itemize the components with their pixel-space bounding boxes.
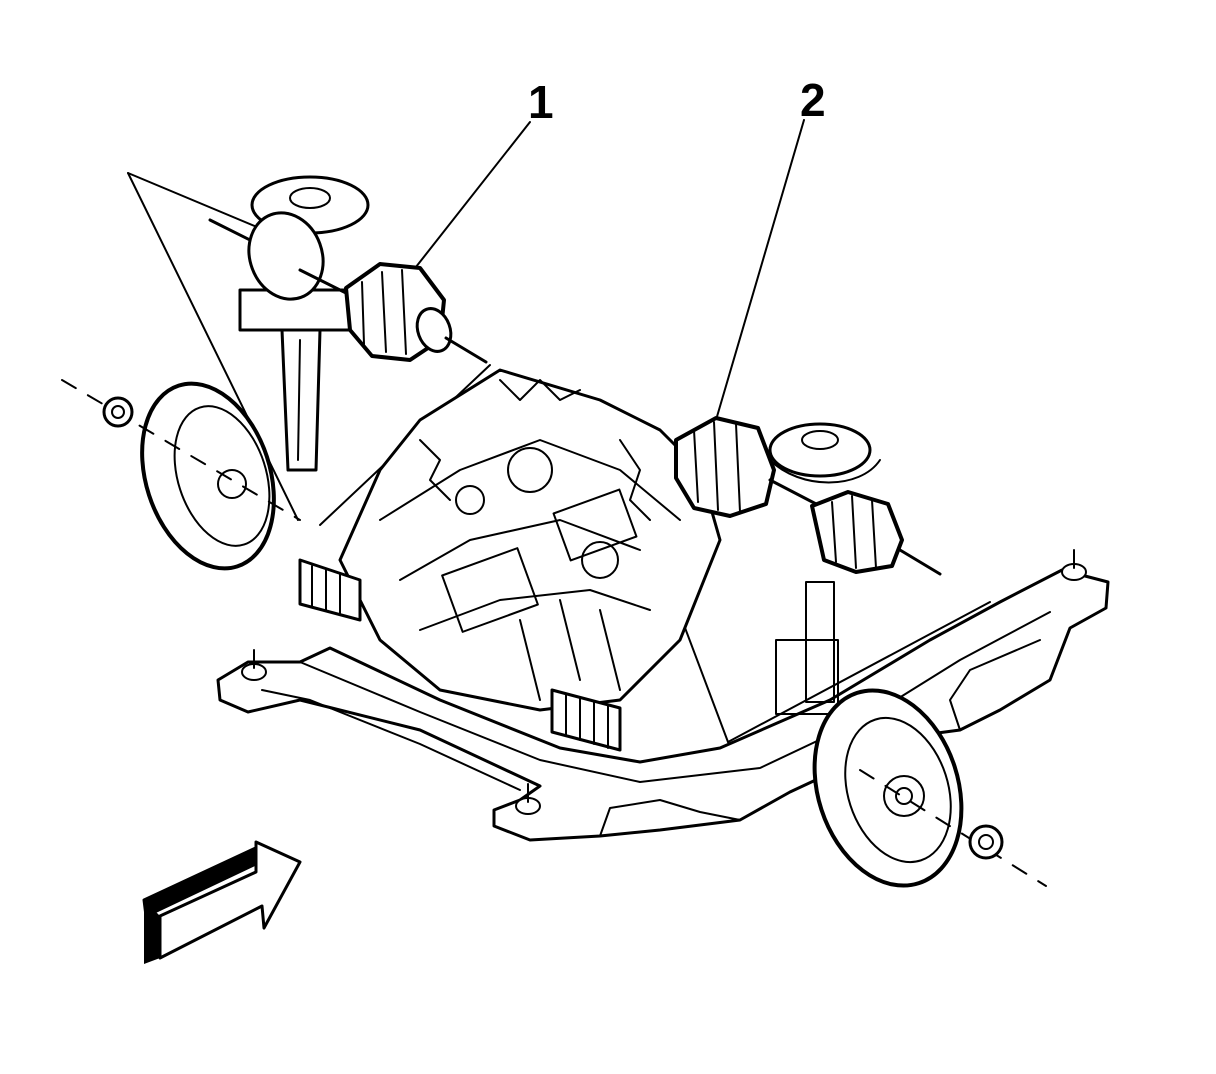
steering-rack-boot-right [550, 688, 622, 752]
direction-arrow-icon [142, 840, 302, 964]
callout-1-leader [411, 121, 531, 273]
callout-1-label: 1 [528, 76, 554, 128]
engine-assembly [338, 368, 722, 712]
drive-axle-1 [208, 211, 488, 364]
right-axle-nut [968, 824, 1004, 860]
callout-2-leader [715, 119, 805, 421]
subframe-mount-center [515, 783, 541, 815]
left-axle-centerline [61, 379, 301, 521]
subframe-mount-left-front [241, 649, 267, 681]
callout-2-label: 2 [800, 74, 826, 126]
right-axle-centerline [859, 769, 1047, 887]
left-brake-rotor [140, 381, 276, 571]
right-strut [768, 422, 881, 484]
left-axle-nut [102, 396, 134, 428]
steering-rack-boot-left [298, 558, 362, 622]
drive-axle-2 [674, 416, 942, 576]
subframe-mount-right-rear [1061, 549, 1087, 581]
subframe [216, 568, 1110, 842]
